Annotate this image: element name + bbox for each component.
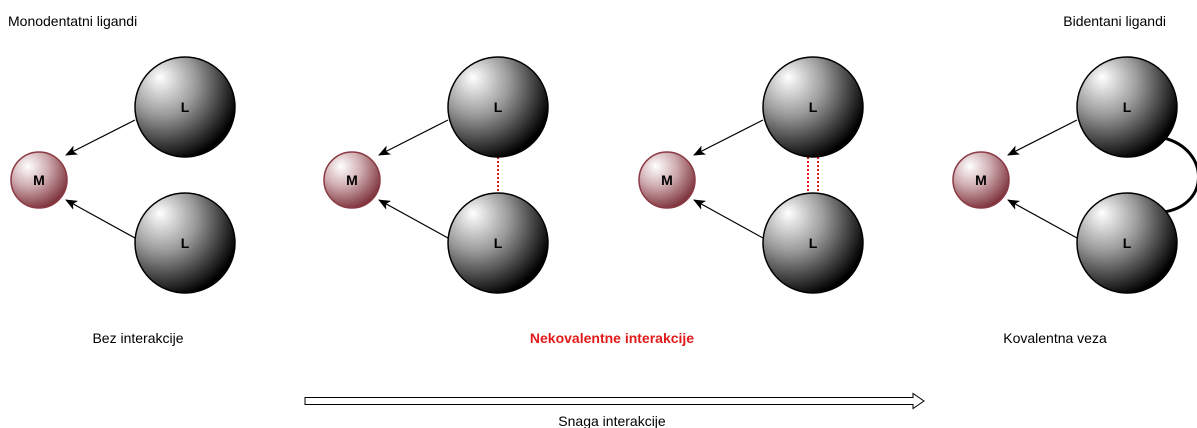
ligand-symbol: L [181, 235, 190, 251]
metal-sphere [10, 151, 68, 209]
coordination-arrow [65, 119, 136, 156]
caption-no-interaction: Bez interakcije [92, 330, 183, 346]
ligand-symbol: L [809, 99, 818, 115]
coordination-arrow [1007, 119, 1078, 156]
complex-panel-2: L L M [323, 56, 549, 294]
caption-noncovalent: Nekovalentne interakcije [530, 330, 694, 346]
ligand-sphere [134, 56, 236, 158]
ligand-sphere [762, 192, 864, 294]
strength-axis-label: Snaga interakcije [558, 413, 666, 428]
ligand-symbol: L [494, 99, 503, 115]
panels: L L M L L M L L M L L M [10, 56, 1197, 294]
metal-symbol: M [346, 172, 358, 188]
ligand-sphere [1076, 56, 1178, 158]
ligand-sphere [447, 192, 549, 294]
coordination-arrow [65, 199, 136, 239]
ligand-symbol: L [1123, 235, 1132, 251]
ligand-sphere [762, 56, 864, 158]
ligand-sphere [1076, 192, 1178, 294]
complex-panel-1: L L M [10, 56, 236, 294]
coordination-arrow [1007, 199, 1078, 239]
metal-sphere [323, 151, 381, 209]
coordination-arrow [378, 199, 449, 239]
metal-sphere [952, 151, 1010, 209]
bidentate-label: Bidentani ligandi [1063, 13, 1166, 29]
ligand-symbol: L [181, 99, 190, 115]
ligand-symbol: L [494, 235, 503, 251]
coordination-arrow [378, 119, 449, 156]
coordination-arrow [693, 119, 764, 156]
metal-symbol: M [33, 172, 45, 188]
complex-panel-4: L L M [952, 56, 1197, 294]
ligand-sphere [134, 192, 236, 294]
ligand-sphere [447, 56, 549, 158]
metal-symbol: M [975, 172, 987, 188]
metal-sphere [638, 151, 696, 209]
strength-arrow [304, 392, 925, 410]
ligand-symbol: L [809, 235, 818, 251]
metal-symbol: M [661, 172, 673, 188]
monodentate-label: Monodentatni ligandi [8, 13, 137, 29]
ligand-symbol: L [1123, 99, 1132, 115]
covalent-bridge [1163, 136, 1197, 214]
caption-covalent: Kovalentna veza [1003, 330, 1107, 346]
coordination-arrow [693, 199, 764, 239]
complex-panel-3: L L M [638, 56, 864, 294]
